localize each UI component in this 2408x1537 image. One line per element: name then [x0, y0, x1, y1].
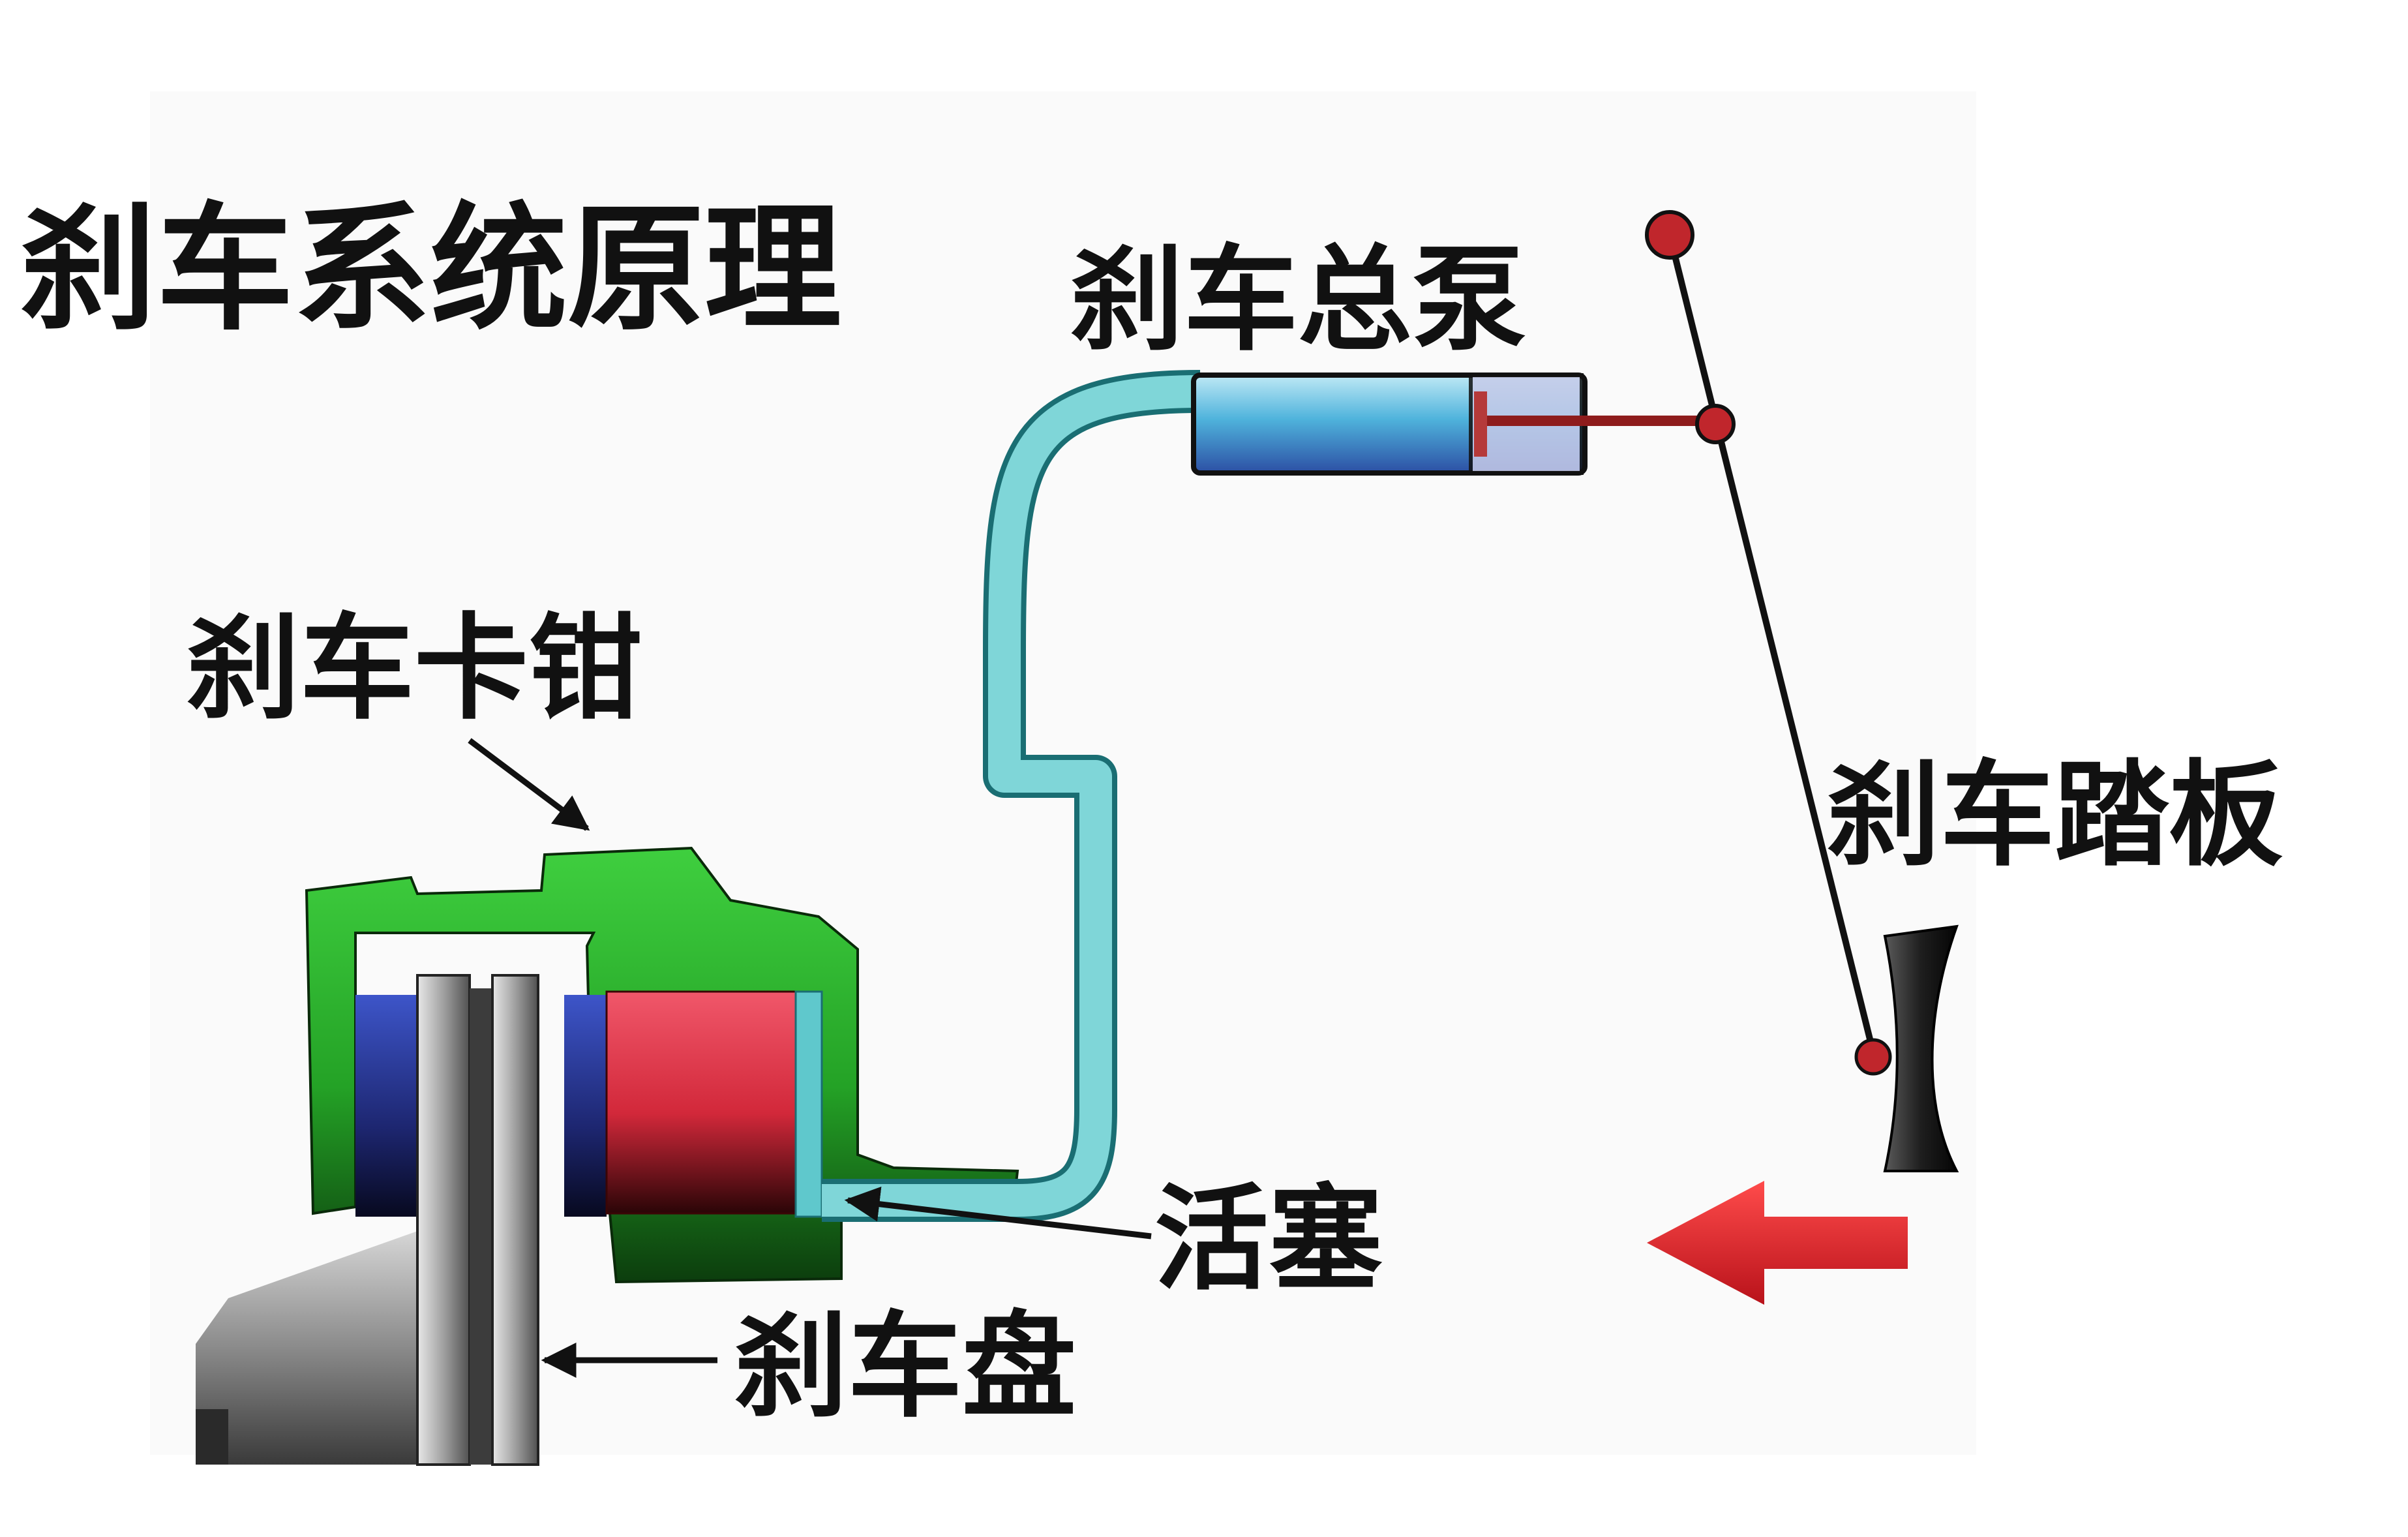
pedal-joint [1854, 1038, 1892, 1076]
hub-shadow [196, 1409, 228, 1465]
label-caliper: 刹车卡钳 [186, 603, 642, 735]
brake-line [822, 375, 1201, 1217]
brake-disc-outer [416, 974, 471, 1466]
push-arrow-icon [1647, 1181, 1908, 1305]
caliper-pointer-arrow [468, 738, 590, 831]
disc-hub [196, 1226, 430, 1465]
piston [605, 990, 797, 1215]
piston-chamber-fluid [794, 990, 823, 1218]
label-piston: 活塞 [1154, 1174, 1383, 1306]
brake-disc-inner [491, 974, 539, 1466]
brake-pad-right [564, 995, 607, 1217]
brake-pedal [1883, 924, 1959, 1172]
label-pedal: 刹车踏板 [1826, 750, 2283, 882]
label-master-cylinder: 刹车总泵 [1070, 234, 1526, 367]
pedal-lever [1666, 234, 1878, 1061]
master-piston-head [1474, 391, 1487, 457]
piston-pointer-arrow [844, 1186, 1152, 1240]
label-disc: 刹车盘 [734, 1301, 1076, 1433]
pivot-joint-top [1645, 210, 1694, 260]
diagram-title: 刹车系统原理 [20, 189, 841, 349]
brake-pad-left [355, 995, 417, 1217]
brake-disc-vane [470, 988, 492, 1465]
pivot-joint-rod [1695, 404, 1736, 444]
